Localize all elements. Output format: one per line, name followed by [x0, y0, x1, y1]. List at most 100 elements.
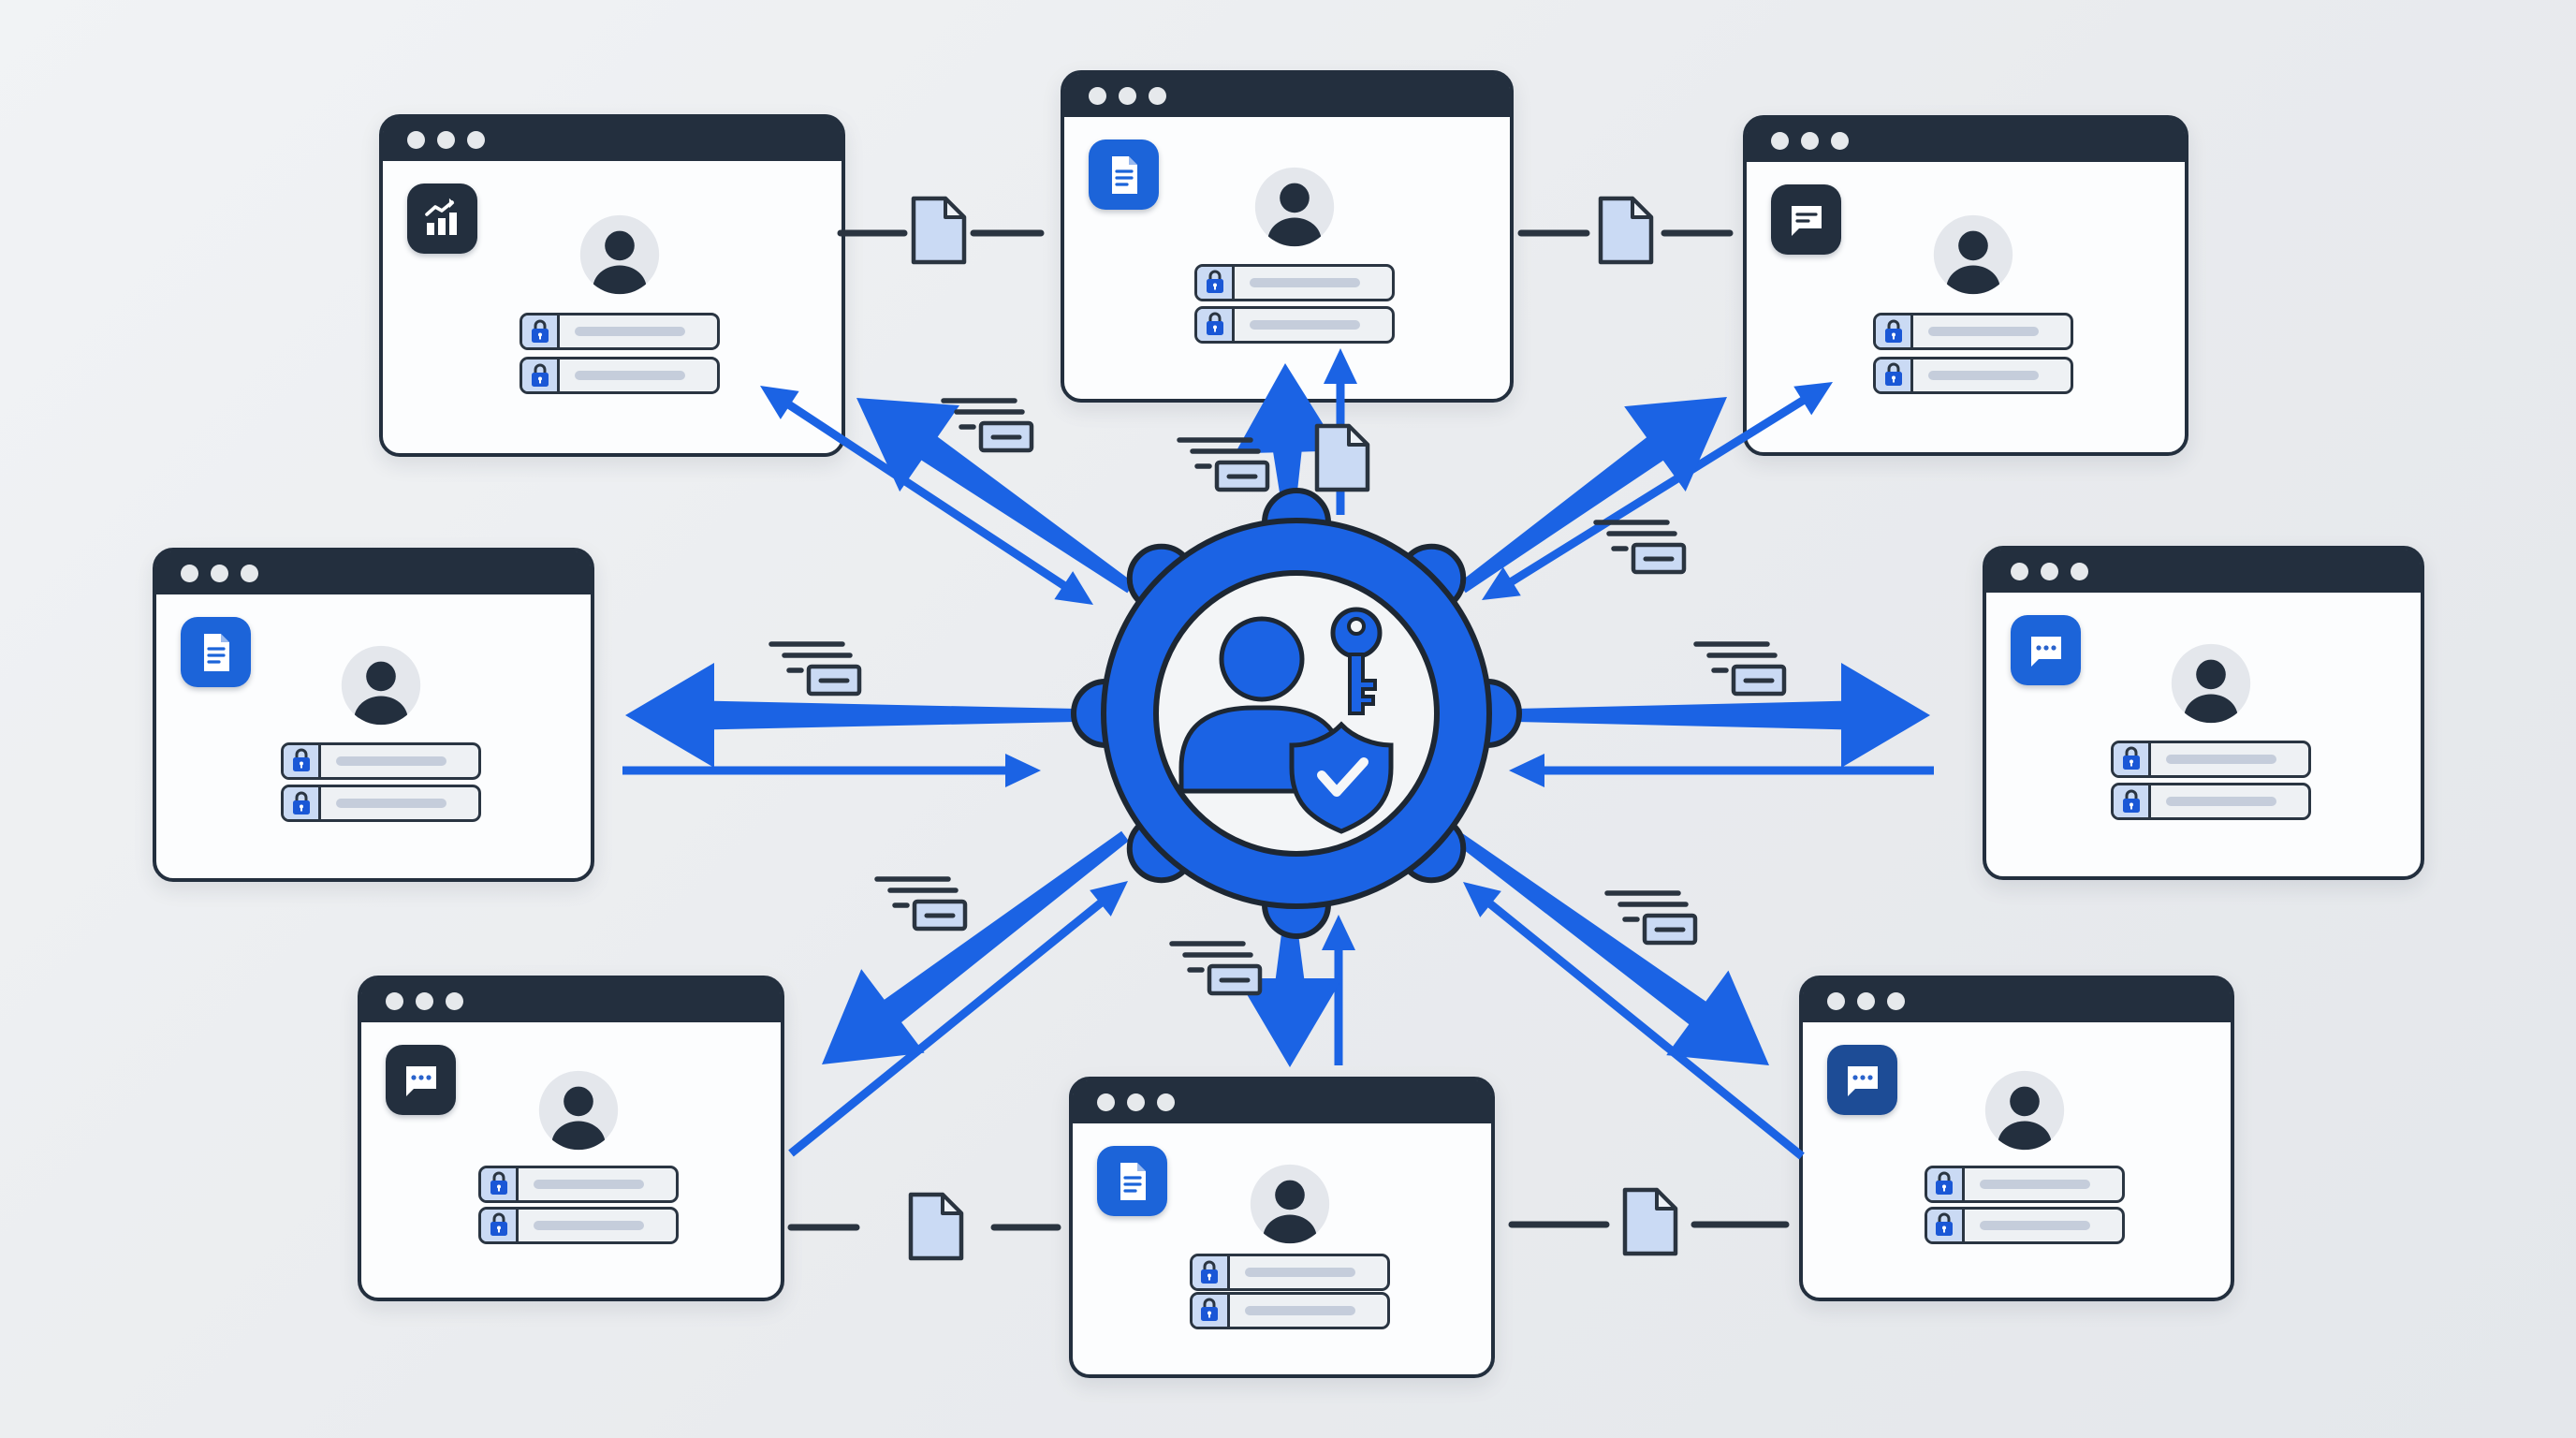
thick-arrow-hub-to-middle-right: [1496, 662, 1930, 769]
secure-input-field[interactable]: [1194, 305, 1395, 344]
window-titlebar[interactable]: [383, 118, 842, 161]
traffic-light-dot[interactable]: [1149, 86, 1166, 105]
placeholder-text-bar: [2166, 797, 2276, 806]
thick-arrow-hub-to-bottom-center: [1237, 916, 1343, 1067]
window-body: [1803, 1022, 2231, 1298]
secure-input-field[interactable]: [478, 1165, 679, 1203]
placeholder-text-bar: [534, 1220, 644, 1230]
arrowhead: [1005, 754, 1041, 787]
traffic-light-dot[interactable]: [2041, 562, 2058, 580]
traffic-light-dot[interactable]: [1831, 131, 1849, 150]
traffic-light-dot[interactable]: [1857, 991, 1875, 1010]
thick-arrow-hub-to-bottom-right: [1455, 832, 1769, 1065]
traffic-light-dot[interactable]: [407, 130, 425, 149]
secure-input-field[interactable]: [2111, 783, 2311, 820]
arrowhead: [1463, 882, 1501, 917]
traffic-light-dot[interactable]: [211, 564, 228, 582]
app-icon-chat-dots[interactable]: [386, 1045, 456, 1115]
placeholder-text-bar: [1979, 1179, 2090, 1189]
traffic-light-dot[interactable]: [437, 130, 455, 149]
secure-input-field[interactable]: [1924, 1165, 2125, 1203]
app-icon-bar-chart[interactable]: [407, 183, 477, 254]
data-card-icon: [941, 398, 1034, 453]
secure-input-field[interactable]: [478, 1206, 679, 1244]
secure-input-field[interactable]: [1873, 313, 2073, 351]
thin-arrow-bottom-left-to-hub: [788, 892, 1112, 1157]
window-titlebar[interactable]: [1073, 1080, 1491, 1123]
user-avatar: [338, 642, 424, 728]
window-body: [383, 161, 842, 453]
traffic-light-dot[interactable]: [1771, 131, 1789, 150]
placeholder-text-bar: [1928, 370, 2039, 380]
traffic-light-dot[interactable]: [416, 991, 433, 1010]
placeholder-text-bar: [2166, 754, 2276, 764]
window-titlebar[interactable]: [156, 551, 591, 594]
traffic-light-dot[interactable]: [2071, 562, 2088, 580]
placeholder-text-bar: [1250, 277, 1360, 287]
secure-input-field[interactable]: [1189, 1254, 1390, 1292]
traffic-light-dot[interactable]: [241, 564, 258, 582]
traffic-light-dot[interactable]: [1157, 1093, 1175, 1111]
secure-input-field[interactable]: [1924, 1206, 2125, 1244]
traffic-light-dot[interactable]: [1119, 86, 1136, 105]
traffic-light-dot[interactable]: [1887, 991, 1905, 1010]
key-icon-hole: [1347, 617, 1366, 636]
hub-gear-bump: [1126, 814, 1196, 884]
traffic-light-dot[interactable]: [1827, 991, 1845, 1010]
traffic-light-dot[interactable]: [1097, 1093, 1115, 1111]
app-icon-chat-dots[interactable]: [1827, 1045, 1897, 1115]
secure-input-field[interactable]: [1189, 1291, 1390, 1329]
thick-arrow-hub-to-bottom-left: [822, 830, 1129, 1064]
window-titlebar[interactable]: [361, 979, 781, 1022]
chat-dots-icon: [2030, 636, 2061, 667]
traffic-light-dot[interactable]: [1801, 131, 1819, 150]
window-body: [1986, 593, 2421, 876]
app-window-top-center: [1061, 70, 1514, 403]
secure-input-field[interactable]: [1873, 356, 2073, 394]
arrowhead: [1090, 881, 1128, 917]
key-icon-stem: [1348, 653, 1377, 715]
secure-input-field[interactable]: [281, 741, 481, 780]
lock-icon: [522, 360, 560, 392]
traffic-light-dot[interactable]: [181, 564, 198, 582]
hub-gear-bump: [1071, 679, 1140, 748]
lock-icon: [481, 1167, 519, 1200]
window-titlebar[interactable]: [1747, 119, 2185, 162]
data-card-icon: [768, 641, 862, 697]
data-card-icon: [1169, 941, 1263, 996]
traffic-light-dot[interactable]: [446, 991, 463, 1010]
traffic-light-dot[interactable]: [1127, 1093, 1145, 1111]
secure-input-field[interactable]: [1194, 263, 1395, 301]
traffic-light-dot[interactable]: [386, 991, 403, 1010]
window-titlebar[interactable]: [1986, 550, 2421, 593]
secure-input-field[interactable]: [520, 357, 720, 395]
app-icon-chat-lines[interactable]: [1771, 184, 1841, 255]
user-avatar: [1982, 1067, 2068, 1153]
window-titlebar[interactable]: [1803, 979, 2231, 1022]
secure-input-field[interactable]: [2111, 740, 2311, 778]
secure-input-field[interactable]: [281, 785, 481, 822]
file-transfer-icon: [1598, 196, 1654, 265]
lock-icon: [522, 315, 560, 348]
traffic-light-dot[interactable]: [467, 130, 485, 149]
hub-gear-bump: [1397, 814, 1467, 884]
hub-gear-bump: [1262, 488, 1331, 557]
app-icon-chat-dots[interactable]: [2011, 615, 2081, 685]
lock-icon: [1876, 315, 1913, 348]
traffic-light-dot[interactable]: [1089, 86, 1106, 105]
chat-lines-icon: [1791, 205, 1822, 236]
window-body: [1064, 117, 1510, 399]
traffic-light-dot[interactable]: [2011, 562, 2028, 580]
key-icon: [1330, 607, 1383, 659]
lock-icon: [481, 1209, 519, 1241]
secure-input-field[interactable]: [520, 313, 720, 351]
app-icon-document[interactable]: [1089, 139, 1159, 210]
app-window-bottom-right: [1799, 976, 2234, 1301]
app-window-middle-right: [1983, 546, 2424, 880]
lock-icon: [1876, 359, 1913, 391]
app-icon-document[interactable]: [1097, 1146, 1167, 1216]
app-icon-document[interactable]: [181, 617, 251, 687]
window-titlebar[interactable]: [1064, 74, 1510, 117]
lock-icon: [1197, 266, 1235, 299]
